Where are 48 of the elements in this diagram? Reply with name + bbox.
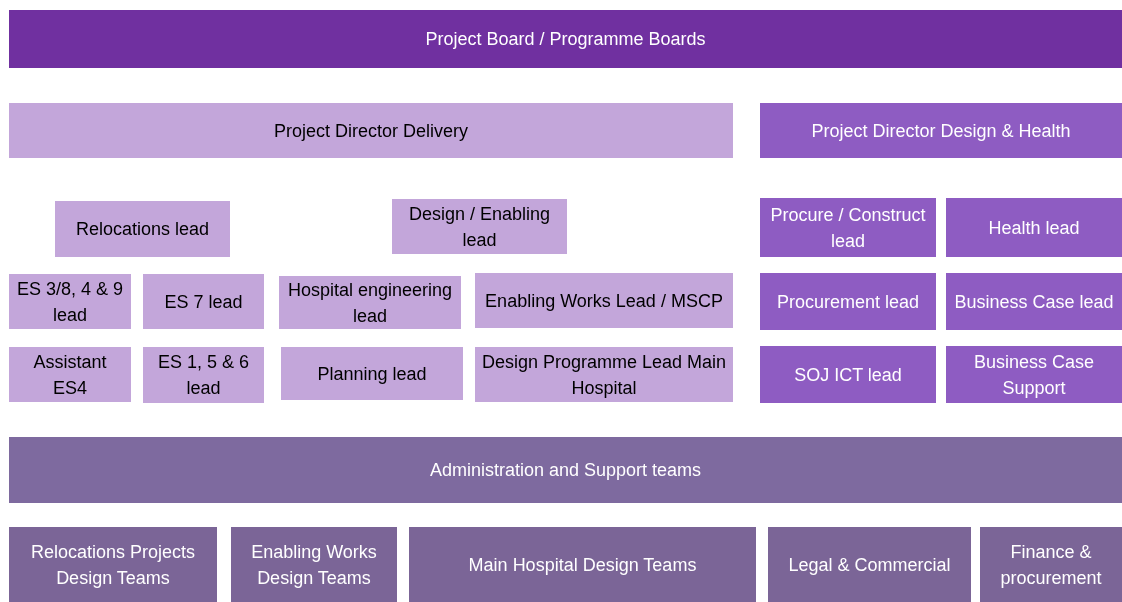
role-box — [9, 347, 131, 402]
role-label: ES 1, 5 & 6 lead — [156, 351, 251, 400]
role-box — [760, 103, 1122, 158]
role-label: SOJ ICT lead — [794, 363, 902, 387]
role-label: Planning lead — [317, 362, 427, 386]
role-label: Administration and Support teams — [429, 459, 702, 482]
role-label: Legal & Commercial — [788, 553, 951, 577]
role-box — [55, 201, 230, 257]
role-box — [475, 273, 733, 328]
role-box — [980, 527, 1122, 602]
role-box — [9, 10, 1122, 68]
role-label: Design Programme Lead Main Hospital — [481, 350, 727, 400]
role-label: Health lead — [988, 216, 1080, 240]
role-label: Hospital engineering lead — [286, 278, 454, 328]
role-label: Project Director Delivery — [273, 119, 468, 143]
role-label: Enabling Works Design Teams — [250, 540, 378, 590]
role-box — [946, 198, 1122, 257]
role-box — [768, 527, 971, 602]
role-label: Procure / Construct lead — [769, 203, 927, 253]
role-label: Business Case lead — [954, 290, 1114, 314]
role-box — [281, 347, 463, 400]
role-box — [392, 199, 567, 254]
role-box — [760, 198, 936, 257]
role-label: Design / Enabling lead — [407, 202, 552, 252]
role-box — [143, 274, 264, 329]
role-label: Enabling Works Lead / MSCP — [485, 289, 723, 313]
role-label: ES 7 lead — [164, 290, 243, 314]
role-label: Finance & procurement — [999, 540, 1103, 590]
role-label: ES 3/8, 4 & 9 lead — [15, 277, 125, 327]
role-box — [9, 274, 131, 329]
role-box — [9, 437, 1122, 503]
role-label: Main Hospital Design Teams — [468, 553, 697, 577]
role-box — [760, 273, 936, 330]
role-box — [143, 347, 264, 403]
role-box — [9, 527, 217, 602]
role-box — [946, 346, 1122, 403]
role-box — [231, 527, 397, 602]
role-label: Relocations Projects Design Teams — [29, 540, 197, 590]
role-label: Relocations lead — [75, 218, 210, 241]
role-box — [760, 346, 936, 403]
role-box — [946, 273, 1122, 330]
role-label: Procurement lead — [776, 290, 920, 314]
role-label: Project Board / Programme Boards — [425, 28, 706, 51]
role-box — [9, 103, 733, 158]
role-box — [409, 527, 756, 602]
role-label: Business Case Support — [972, 350, 1096, 400]
role-label: Project Director Design & Health — [811, 119, 1071, 143]
role-label: Assistant ES4 — [32, 350, 108, 400]
